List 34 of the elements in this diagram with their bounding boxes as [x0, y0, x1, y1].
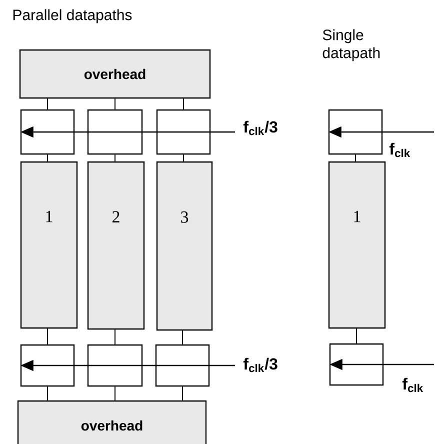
edge-label: f$_{clk}$/3 [243, 120, 278, 136]
datapath-box: 1 [20, 161, 78, 329]
connector-line [47, 98, 48, 110]
connector-line [114, 329, 116, 345]
connector-line [47, 154, 48, 162]
connector-line [182, 386, 183, 401]
connector-line [183, 154, 184, 162]
register-box [87, 344, 143, 387]
datapath-box: 1 [328, 161, 386, 329]
connector-line [47, 386, 48, 401]
register-box [329, 343, 384, 386]
register-box [328, 109, 383, 155]
register-box [87, 109, 143, 155]
register-box [20, 344, 75, 387]
edge-label: f$_{clk}$ [389, 142, 410, 158]
overhead-box: overhead [19, 49, 211, 99]
overhead-box: overhead [17, 400, 207, 444]
edge-label: f$_{clk}$ [402, 378, 424, 392]
register-box [20, 109, 75, 155]
connector-line [355, 154, 356, 162]
datapath-box: 2 [87, 161, 145, 330]
connector-line [183, 98, 184, 110]
connector-line [114, 154, 116, 162]
register-box [156, 109, 211, 155]
connector-line [182, 330, 183, 345]
heading: Single datapath [322, 29, 380, 62]
connector-line [356, 328, 357, 344]
connector-line [114, 98, 116, 110]
heading: Parallel datapaths [13, 9, 132, 24]
register-box [155, 344, 210, 387]
connector-line [47, 328, 48, 345]
edge-label: f$_{clk}$/3 [243, 358, 278, 372]
connector-line [114, 386, 116, 401]
datapath-box: 3 [156, 161, 213, 331]
